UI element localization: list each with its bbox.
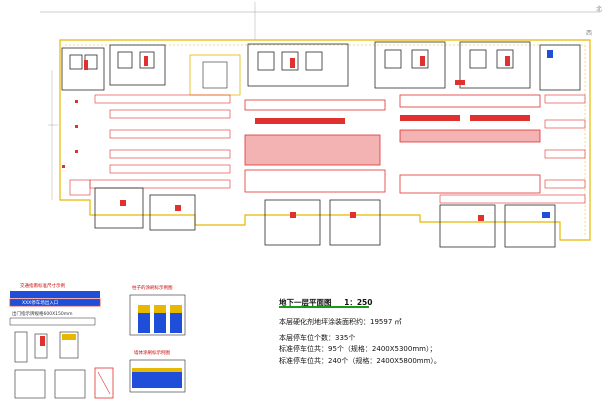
building-core [117, 51, 133, 69]
legend-panel-b [129, 294, 186, 336]
building-block [109, 44, 166, 86]
plan-title: 地下一层平面图 1：250 [279, 297, 373, 308]
legend-caption-a: 出门指示牌规格600X150mm [12, 312, 73, 317]
top-building-highlights [84, 50, 553, 85]
compass-west-label: 西 [586, 30, 593, 37]
building-core [281, 51, 299, 71]
building-block [539, 44, 581, 91]
std-note-2: 标准停车位共：240个（规格：2400X5800mm）。 [279, 357, 441, 365]
building-block [374, 41, 446, 89]
left-markers [62, 100, 78, 168]
ramp-block [189, 54, 241, 96]
ramp-core [202, 61, 228, 89]
legend-title-a: 交通指南标准尺寸示例 [20, 284, 65, 289]
compass-north-label: 北 [596, 6, 603, 13]
building-core [139, 51, 155, 69]
plan-title-text: 地下一层平面图 [279, 298, 332, 307]
title-underline [279, 306, 369, 308]
legend-panel-c [129, 359, 186, 393]
count-note: 本层停车位个数：335个 [279, 334, 356, 342]
building-core [384, 49, 402, 69]
building-core [411, 49, 429, 69]
legend-title-c: 墙体涂刷标示例图 [134, 351, 170, 356]
building-block [459, 41, 531, 89]
building-core [305, 51, 323, 71]
area-note: 本层硬化剂地坪涂装面积约：19597 ㎡ [279, 318, 402, 326]
parking-zone-left [69, 94, 231, 196]
std-note-1: 标准停车位共：95个（规格：2400X5300mm）； [279, 345, 437, 353]
building-block [61, 47, 105, 91]
bottom-building-highlights [120, 200, 550, 221]
building-core [69, 54, 83, 70]
legend-title-b: 柱子的涂刷标示例图 [132, 286, 173, 291]
building-core [469, 49, 487, 69]
building-core [257, 51, 275, 71]
parking-zone-right [439, 94, 586, 204]
basement-outline [59, 39, 591, 241]
building-core [496, 49, 514, 69]
bottom-buildings [94, 187, 556, 248]
building-block [247, 43, 349, 87]
inner-outline [65, 44, 586, 235]
parking-zone-central [244, 94, 541, 194]
plan-scale: 1：250 [344, 298, 373, 307]
legend-panel-a [9, 291, 114, 399]
legend-sign-a: XXX停车场出入口 [22, 301, 59, 306]
top-buildings [61, 41, 581, 91]
